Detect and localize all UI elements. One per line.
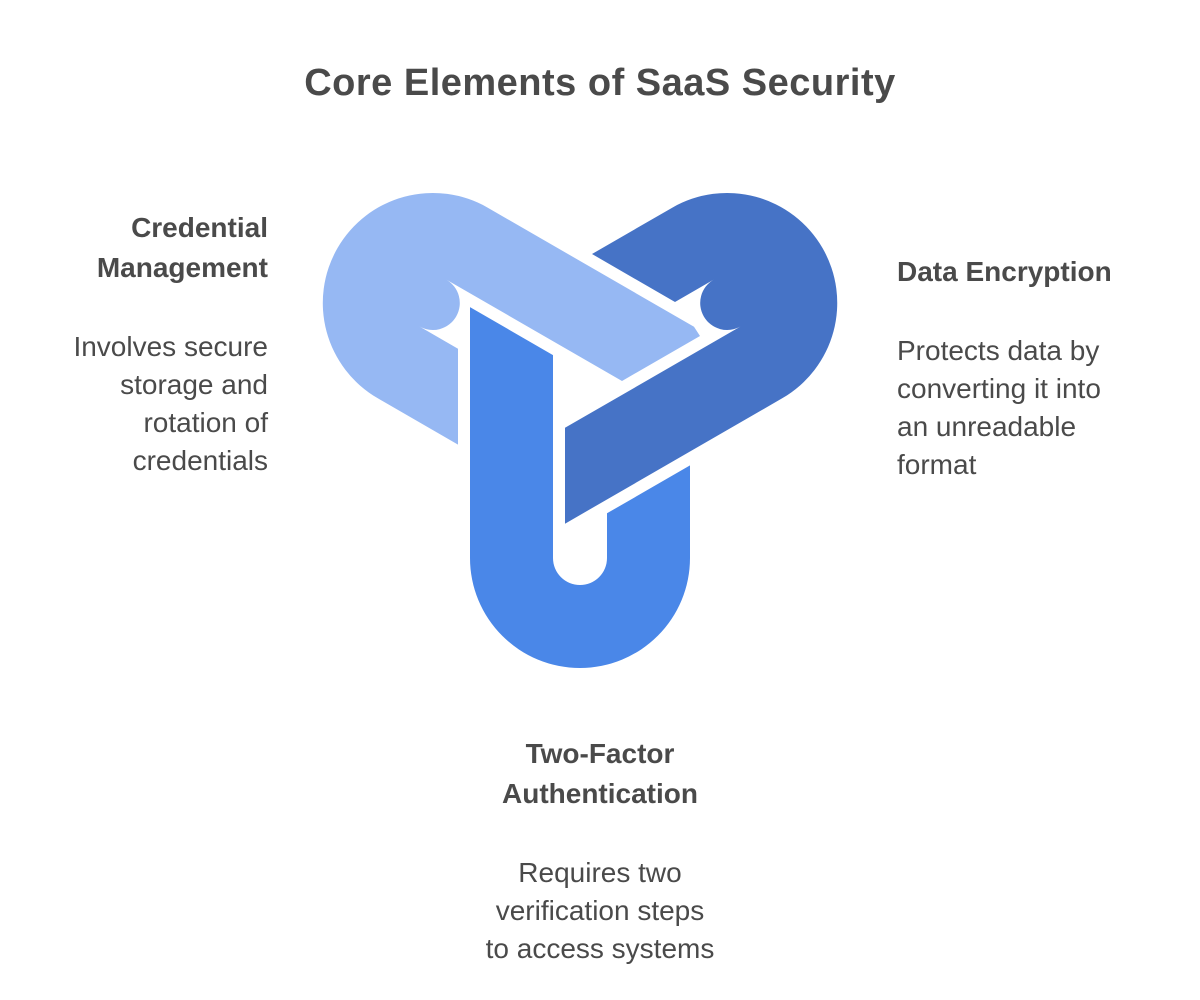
page-title: Core Elements of SaaS Security xyxy=(304,62,896,104)
knot-piece-encryption-icon xyxy=(565,192,838,524)
credential-management-description: Involves secure storage and rotation of … xyxy=(73,331,268,476)
node-credential-management: Credential Management Involves secure st… xyxy=(0,190,268,498)
two-factor-authentication-description: Requires two verification steps to acces… xyxy=(485,857,715,964)
data-encryption-heading: Data Encryption xyxy=(897,256,1112,287)
node-two-factor-authentication: Two-Factor Authentication Requires two v… xyxy=(370,716,830,986)
credential-management-heading: Credential Management xyxy=(96,212,268,283)
knot-piece-two-factor-icon xyxy=(470,307,690,668)
node-data-encryption: Data Encryption Protects data by convert… xyxy=(897,234,1177,502)
two-factor-authentication-heading: Two-Factor Authentication xyxy=(502,738,698,809)
data-encryption-description: Protects data by converting it into an u… xyxy=(897,335,1101,480)
knot-piece-credential-icon xyxy=(322,192,700,445)
